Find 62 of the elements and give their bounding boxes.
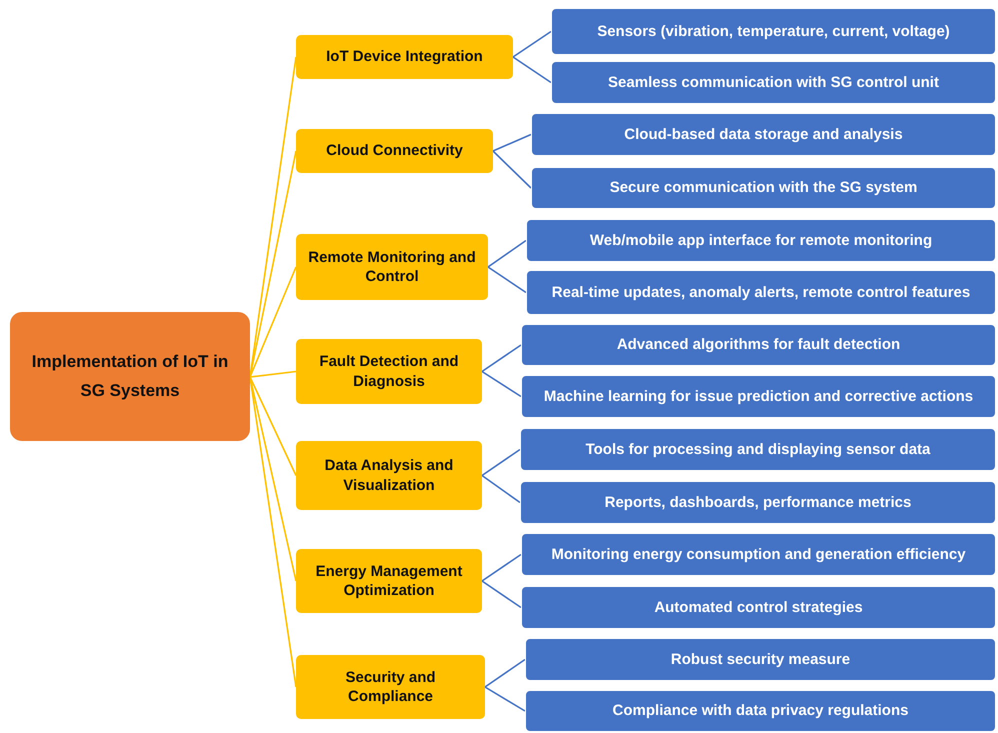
detail-box (521, 324, 996, 366)
connector-line (482, 554, 522, 582)
connector-line (482, 448, 520, 476)
connector-line (250, 370, 296, 378)
detail-text: Monitoring energy consumption and generation efficiency (551, 544, 966, 564)
root-topic-box (10, 312, 250, 441)
connector-line (482, 474, 520, 504)
topic-title: Implementation of IoT in SG Systems (30, 350, 230, 402)
category-box (296, 441, 482, 510)
category-label: IoT Device Integration (326, 47, 483, 67)
detail-box (521, 533, 996, 576)
connector-line (492, 134, 532, 152)
connector-line (484, 658, 526, 688)
detail-box (525, 690, 996, 732)
connector-line (249, 266, 297, 378)
detail-text: Cloud-based data storage and analysis (624, 124, 903, 144)
detail-text: Automated control strategies (654, 598, 863, 618)
detail-box (521, 586, 996, 629)
detail-box (526, 219, 996, 262)
connector-line (482, 344, 522, 372)
connector-line (482, 370, 522, 398)
category-box (296, 655, 485, 719)
category-label: Data Analysis and Visualization (324, 456, 454, 495)
category-box (296, 234, 488, 300)
detail-text: Machine learning for issue prediction and corrective actions (544, 386, 974, 406)
detail-text: Real-time updates, anomaly alerts, remote control features (552, 282, 970, 302)
detail-box (520, 481, 996, 524)
category-label: Remote Monitoring and Control (307, 248, 477, 286)
detail-text: Web/mobile app interface for remote monitoring (590, 230, 932, 250)
connector-line (484, 686, 526, 712)
category-label: Energy Management Optimization (314, 562, 464, 600)
detail-box (525, 638, 996, 681)
connector-line (492, 150, 532, 189)
connector-line (488, 240, 526, 268)
category-box (296, 549, 482, 613)
category-box (296, 129, 493, 173)
category-box (296, 35, 513, 79)
connector-line (512, 56, 552, 84)
detail-box (531, 167, 996, 209)
connector-line (249, 150, 297, 378)
detail-box (551, 8, 996, 55)
detail-text: Seamless communication with SG control unit (608, 72, 939, 92)
connector-line (512, 30, 552, 58)
category-label: Security and Compliance (344, 668, 437, 706)
detail-text: Tools for processing and displaying sensor data (586, 440, 930, 460)
detail-box (526, 270, 996, 315)
category-label: Fault Detection and Diagnosis (318, 352, 460, 391)
category-label: Cloud Connectivity (326, 141, 463, 161)
connector-line (249, 376, 297, 476)
detail-text: Compliance with data privacy regulations (612, 701, 908, 721)
detail-text: Sensors (vibration, temperature, current, voltage) (597, 22, 950, 42)
detail-text: Advanced algorithms for fault detection (616, 335, 900, 355)
detail-text: Reports, dashboards, performance metrics (604, 492, 912, 512)
detail-box (521, 375, 996, 418)
detail-text: Secure communication with the SG system (610, 178, 918, 198)
connector-line (482, 580, 522, 608)
detail-text: Robust security measure (670, 650, 850, 670)
detail-box (520, 428, 996, 471)
category-box (296, 339, 482, 404)
detail-box (551, 61, 996, 104)
connector-line (488, 266, 526, 294)
detail-box (531, 113, 996, 156)
